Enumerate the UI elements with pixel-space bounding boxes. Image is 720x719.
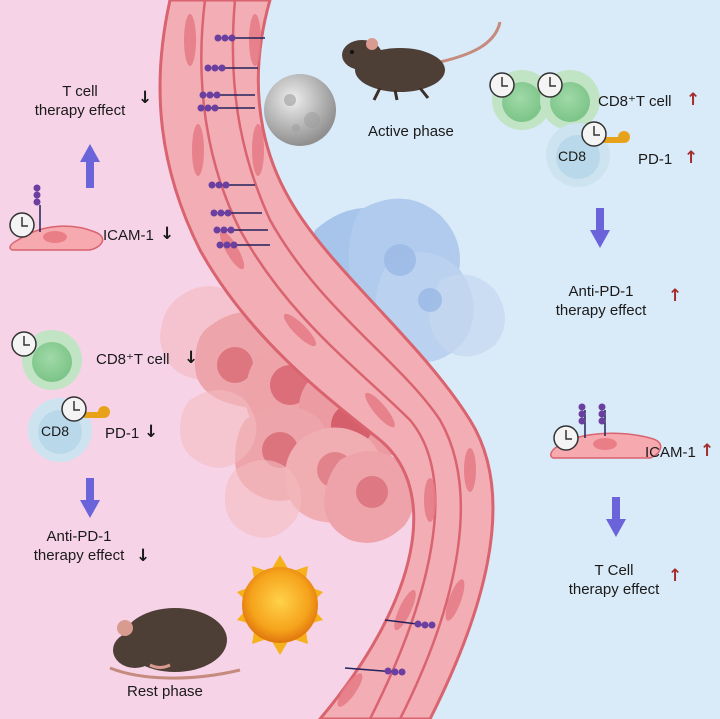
t-cell-rest-icon [22,330,82,390]
active-cd8-label: CD8 [558,148,587,164]
rest-cd8-label: CD8 [41,423,70,439]
rest-cd8-t-cell-label: CD8⁺T cell [96,351,170,368]
rest-cd8-t-cell-down-arrow: ↓ [184,348,199,368]
blood-vessel-icon [158,0,495,719]
rest-icam1-label: ICAM-1 [103,227,154,244]
active-t-cell-therapy-label: T Cell therapy effect [568,562,660,598]
active-cd8-t-cell-label: CD8⁺T cell [598,93,672,110]
clock-icon-active-cd8 [581,121,607,147]
active-phase-background [242,0,720,719]
clock-icon-active-tcell [489,72,563,98]
active-phase-label: Active phase [368,123,454,140]
rest-phase-label: Rest phase [127,683,203,700]
icam1-beads-icon [197,34,436,676]
sun-icon [237,555,323,655]
rest-anti-pd1-down-arrow: ↓ [136,546,151,566]
clock-icon-active-icam [553,425,579,451]
active-pd1-up-arrow: ↑ [684,148,699,168]
rest-t-cell-therapy-label: T cell therapy effect [34,83,126,119]
active-icam1-up-arrow: ↑ [700,441,715,461]
flow-arrows-icon [80,144,626,537]
active-pd1-label: PD-1 [638,151,673,168]
active-icam1-label: ICAM-1 [645,444,696,461]
rest-pd1-down-arrow: ↓ [144,422,159,442]
mouse-sleeping-icon [109,608,241,680]
rest-t-cell-therapy-down-arrow: ↓ [138,88,153,108]
moon-icon [264,74,336,146]
mouse-running-icon [342,21,502,101]
active-t-cell-therapy-up-arrow: ↑ [668,566,683,586]
rest-pd1-label: PD-1 [105,425,140,442]
endothelial-cell-rest-icon [9,184,104,251]
active-anti-pd1-up-arrow: ↑ [668,286,683,306]
rest-icam1-down-arrow: ↓ [160,224,175,244]
active-cd8-t-cell-up-arrow: ↑ [686,90,701,110]
clock-icon-rest-tcell [11,331,37,357]
active-anti-pd1-therapy-label: Anti-PD-1 therapy effect [555,283,647,319]
clock-icon-rest-icam [9,212,35,238]
clock-icon-rest-cd8 [61,396,87,422]
rest-anti-pd1-therapy-label: Anti-PD-1 therapy effect [33,528,125,564]
